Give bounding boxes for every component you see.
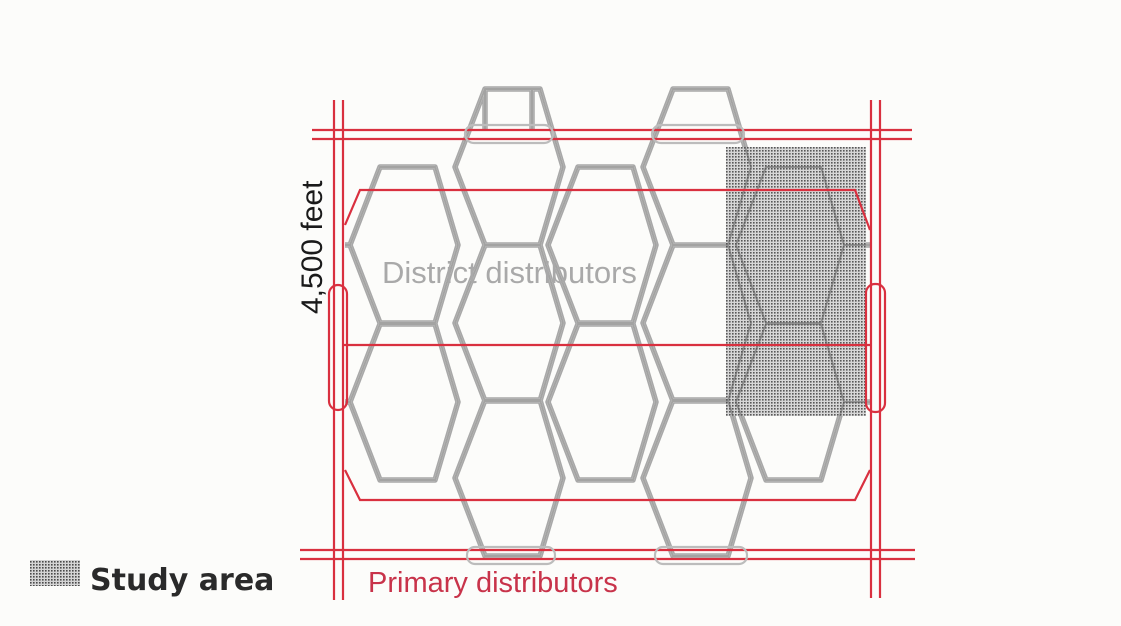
district-distributors-label: District distributors (382, 255, 637, 290)
interchange-loops (327, 123, 887, 566)
legend-label: Study area (90, 563, 274, 598)
study-area-road-shadows (345, 88, 870, 557)
legend-swatch (30, 560, 80, 586)
primary-distributor-network (300, 100, 915, 600)
primary-distributors-label: Primary distributors (368, 567, 618, 599)
scale-label: 4,500 feet (296, 180, 329, 314)
legend: Study area (30, 560, 274, 598)
